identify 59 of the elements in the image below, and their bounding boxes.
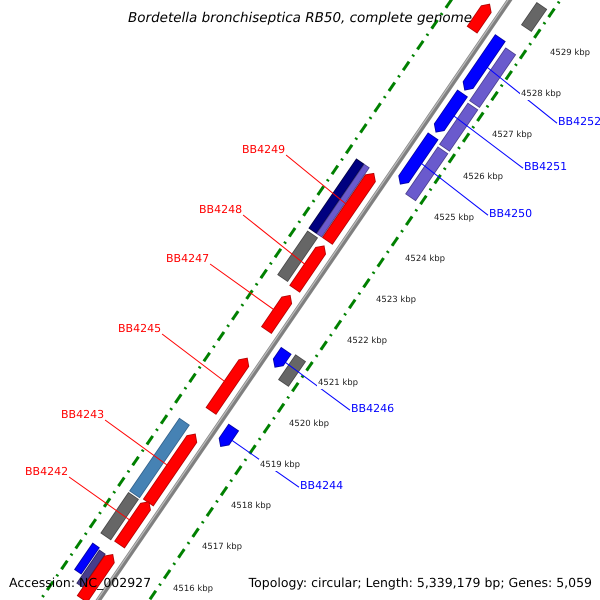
gene-label: BB4245 [118, 323, 162, 335]
feature-bar [469, 47, 516, 108]
gene-label: BB4251 [524, 161, 568, 173]
leader-line [286, 154, 346, 204]
scale-label: 4529 kbp [549, 47, 592, 59]
gene-bar [142, 434, 198, 506]
scale-label: 4527 kbp [491, 129, 534, 142]
gene-bar [272, 346, 292, 368]
feature-bar [316, 164, 370, 238]
leader-line [454, 116, 524, 169]
scale-label: 4516 kbp [172, 582, 214, 595]
scale-label: 4518 kbp [230, 500, 272, 512]
leader-line [242, 214, 305, 264]
scale-label: 4519 kbp [259, 459, 302, 471]
scale-label: 4524 kbp [404, 253, 446, 265]
scale-label: 4528 kbp [520, 88, 562, 100]
feature-bar [74, 542, 100, 575]
feature-bar [100, 492, 139, 540]
gene-bar [260, 294, 292, 334]
gene-bar [322, 172, 376, 245]
title: Bordetella bronchiseptica RB50, complete genome [128, 10, 472, 26]
scale-label: 4526 kbp [462, 170, 504, 183]
scale-label: 4517 kbp [201, 541, 244, 554]
gene-bar [462, 34, 506, 91]
feature-bar [129, 418, 190, 498]
gene-label: BB4247 [166, 253, 210, 265]
gene-bar [434, 89, 468, 133]
scale-label: 4520 kbp [288, 418, 330, 430]
leader-line [104, 420, 168, 466]
scale-label: 4522 kbp [346, 335, 388, 348]
feature-bar [308, 158, 364, 234]
gene-label: BB4250 [489, 208, 532, 220]
leader-line [68, 476, 130, 520]
gene-label: BB4248 [199, 204, 242, 216]
feature-bar [278, 354, 306, 387]
gene-label: BB4252 [558, 116, 600, 128]
scale-label: 4523 kbp [375, 294, 418, 306]
scale-label: 4525 kbp [433, 212, 476, 224]
feature-bar [405, 146, 448, 202]
leader-line [162, 334, 225, 382]
gene-bar [398, 132, 439, 185]
gene-label: BB4246 [351, 403, 394, 415]
gene-bar [206, 358, 250, 415]
gene-bar [289, 245, 326, 293]
leader-line [284, 362, 350, 411]
scale-label: 4521 kbp [317, 376, 360, 389]
gene-bar [114, 501, 151, 549]
gene-label: BB4244 [300, 480, 344, 492]
feature-bar [439, 102, 478, 152]
leader-line [421, 163, 488, 216]
gene-label: BB4242 [25, 466, 68, 478]
leader-line [486, 66, 558, 124]
gene-label: BB4249 [242, 144, 286, 156]
gene-label: BB4243 [61, 409, 104, 421]
leader-line [210, 264, 274, 310]
gene-bar [218, 424, 240, 447]
genome-summary: Topology: circular; Length: 5,339,179 bp; Genes: 5,059 [248, 575, 592, 590]
feature-bar [520, 2, 548, 32]
feature-bar [277, 230, 318, 282]
